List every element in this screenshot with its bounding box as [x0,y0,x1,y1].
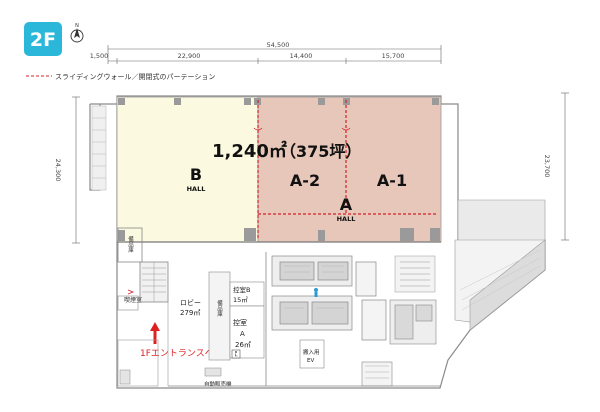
hall-a-sub: HALL [337,215,356,223]
dim-seg-3: 14,400 [290,52,313,60]
freight-ev [299,339,325,369]
accessible-icon [231,349,241,359]
side-dimensions [72,92,569,244]
waiting-room-a [229,305,265,359]
floor-badge [24,22,62,56]
right-terrace [454,199,546,331]
compass-label: N [75,23,79,29]
hall-a2-label: A-2 [290,171,320,190]
smoking-label: 喫煙室 [124,296,142,304]
entrance-label: 1Fエントランスへ [140,348,214,359]
smoking-icon [127,289,135,295]
north-arrow-icon: N [70,23,84,43]
smoking-room [117,295,139,311]
waiting-a-label: 控室 [233,318,247,327]
hall-a [257,96,442,243]
dim-seg-1: 1,500 [90,52,109,60]
restroom-icon [314,288,318,297]
dim-total: 54,500 [267,41,290,49]
storage-mid-label: 備品庫 [216,299,223,318]
left-balcony [91,105,107,191]
right-stairs [394,255,436,293]
dim-left: 24,300 [54,159,62,182]
hall-b-letter: B [190,165,202,184]
floor-badge-label: 2F [30,29,56,51]
legend-text: スライディングウォール／開閉式のパーテーション [55,72,215,81]
hall-total-area: 1,240㎡ [212,140,287,162]
freight-ev-label-2: EV [307,358,314,364]
sliding-walls [257,100,438,240]
core-detail [284,265,344,309]
left-stair [142,262,166,302]
dim-seg-4: 15,700 [382,52,405,60]
central-core [271,255,387,341]
vending-label: 自動販売機 [204,380,232,388]
hall-a-letter: A [340,195,353,214]
waiting-a-area: 26㎡ [235,341,251,349]
lobby-area: 279㎡ [180,309,200,317]
entrance-arrow-icon [150,322,160,344]
hall-b-sub: HALL [187,185,206,193]
dim-right: 23,700 [543,155,551,178]
freight-ev-label-1: 搬入用 [303,348,320,356]
dim-seg-2: 22,900 [178,52,201,60]
sliding-wall-hinges [253,127,351,131]
lobby-label: ロビー [180,298,201,307]
storage-left-label: 備品庫 [127,235,134,254]
waiting-room-b [229,281,265,307]
waiting-a-letter: A [240,330,245,338]
hall-total-tsubo: （375坪） [280,142,361,161]
waiting-b-area: 15㎡ [233,295,248,304]
hall-a1-label: A-1 [377,171,407,190]
vending-box [204,367,222,377]
top-dimensions [107,45,442,64]
hall-b [116,96,259,243]
waiting-b-label: 控室B [233,285,250,294]
